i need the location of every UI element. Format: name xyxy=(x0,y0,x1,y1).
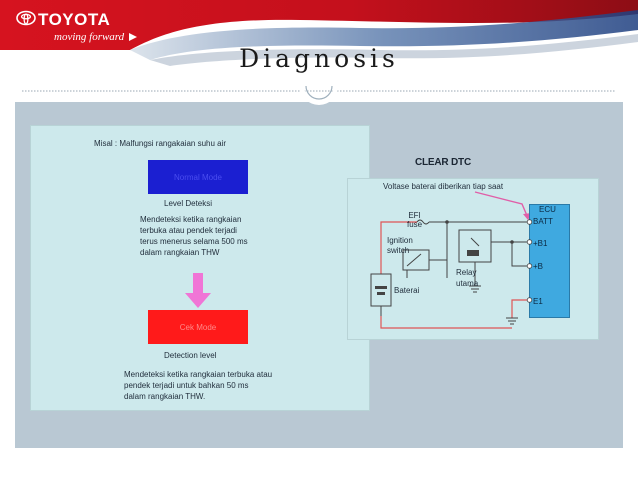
header-band xyxy=(0,0,638,92)
e1-wire xyxy=(511,299,529,318)
ignition-switch-blade xyxy=(406,253,422,267)
normal-mode-label: Normal Mode xyxy=(173,172,222,182)
relay-label: Relay utama xyxy=(456,268,479,288)
terminal-batt xyxy=(526,219,533,225)
ecu-pin-terminals xyxy=(526,219,533,303)
brand-tagline: moving forward xyxy=(54,31,125,43)
battery-box xyxy=(370,273,392,307)
check-mode-label: Cek Mode xyxy=(179,322,217,332)
ecu-pin-b1: +B1 xyxy=(533,239,548,248)
relay-coil xyxy=(467,250,479,256)
normal-description: Mendeteksi ketika rangkaian terbuka atau… xyxy=(140,215,248,257)
battery-plate-short xyxy=(377,292,385,295)
battery-plate-long xyxy=(375,286,387,289)
ecu-pin-e1: E1 xyxy=(533,297,543,306)
ecu-box xyxy=(529,204,570,318)
terminal-b xyxy=(526,263,533,269)
terminal-e1 xyxy=(526,297,533,303)
clear-dtc-heading: CLEAR DTC xyxy=(415,157,471,168)
ecu-pin-batt: BATT xyxy=(533,217,553,226)
terminal-b1 xyxy=(526,239,533,245)
ground-wire xyxy=(380,316,512,329)
e1-ground-symbol xyxy=(506,317,518,325)
battery-note: Voltase baterai diberikan tiap saat xyxy=(383,182,504,191)
efi-fuse-symbol xyxy=(416,219,430,225)
junction-dot-2 xyxy=(510,240,514,244)
ecu-pin-b: +B xyxy=(533,262,544,271)
ring-ornament-icon xyxy=(300,86,338,105)
relay-box xyxy=(458,229,492,263)
check-description: Mendeteksi ketika rangkaian terbuka atau… xyxy=(124,370,273,401)
junction-dot-1 xyxy=(445,220,449,224)
toyota-emblem-icon xyxy=(16,10,36,26)
footer-strip xyxy=(15,448,623,456)
ecu-title: ECU xyxy=(539,205,556,214)
check-mode-box: Cek Mode xyxy=(148,310,248,344)
page-title: Diagnosis xyxy=(239,44,399,73)
arrow-down-icon xyxy=(185,273,211,308)
battery-label: Baterai xyxy=(394,286,420,295)
b-pin-wire xyxy=(511,242,529,267)
relay-contact xyxy=(470,237,480,247)
ignition-box xyxy=(402,249,430,271)
relay-ground-symbol xyxy=(469,285,481,293)
normal-mode-box: Normal Mode xyxy=(148,160,248,194)
example-text: Misal : Malfungsi rangakaian suhu air xyxy=(94,139,227,148)
level-heading: Level Deteksi xyxy=(164,199,213,208)
efi-fuse-label: EFI fuse xyxy=(407,211,423,229)
tagline-arrow-icon xyxy=(129,33,137,41)
ignition-switch-label: Ignition switch xyxy=(387,236,413,255)
detection-heading: Detection level xyxy=(164,351,217,360)
batt-wire xyxy=(380,221,417,226)
note-arrow xyxy=(474,191,529,219)
brand-logo-text: TOYOTA xyxy=(38,10,111,29)
